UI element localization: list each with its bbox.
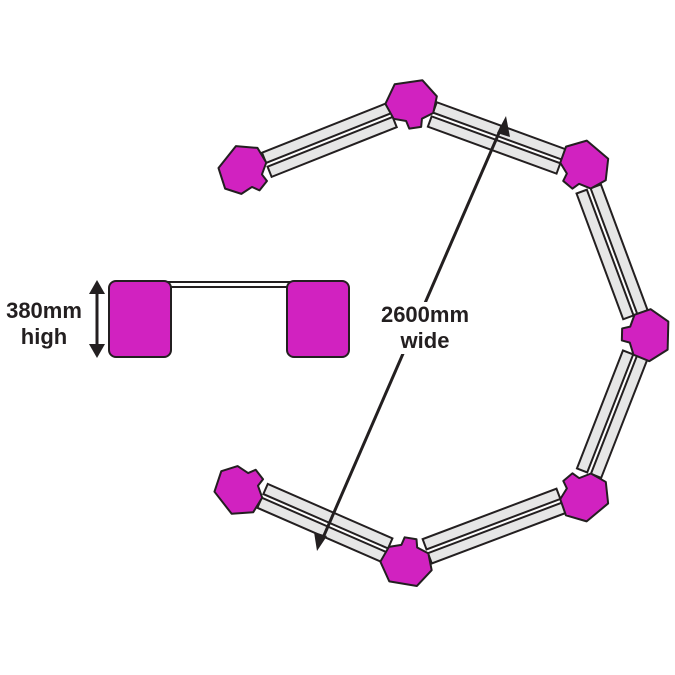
bench-segment [421,487,567,565]
seat-bar [575,188,635,321]
arrow-down-icon [89,344,105,358]
bench-segment [575,183,649,321]
seat-bar [262,482,394,550]
bench-segment [575,349,649,480]
bench-ring [213,79,670,587]
corner-connector [384,79,438,130]
end-connector [213,465,265,515]
arrow-up-right-icon [497,116,510,137]
width-value: 2600mm [380,302,470,327]
connector-block [379,536,433,587]
arrow-down-left-icon [314,532,327,551]
arrow-up-icon [89,280,105,294]
connector-block [559,472,610,523]
connector-block [217,145,268,195]
height-value: 380mm [6,298,82,323]
end-connector [217,145,268,195]
connector-block [620,308,670,363]
corner-connector [559,139,610,190]
corner-connector [559,472,610,523]
side-view-leg-right [286,280,350,358]
bench-segment [256,482,394,564]
side-view-leg-left [108,280,172,358]
bench-segment [260,101,399,179]
seat-bar [421,487,562,551]
seat-bar [575,349,635,474]
connector-block [559,139,610,190]
width-label: 2600mm wide [370,302,480,354]
height-caption: high [20,324,68,349]
width-caption: wide [400,328,450,353]
seat-bar [266,115,399,179]
corner-connector [379,536,433,587]
corner-connector [620,308,670,363]
height-label: 380mm high [4,298,84,350]
connector-block [213,465,265,515]
connector-block [384,79,438,130]
